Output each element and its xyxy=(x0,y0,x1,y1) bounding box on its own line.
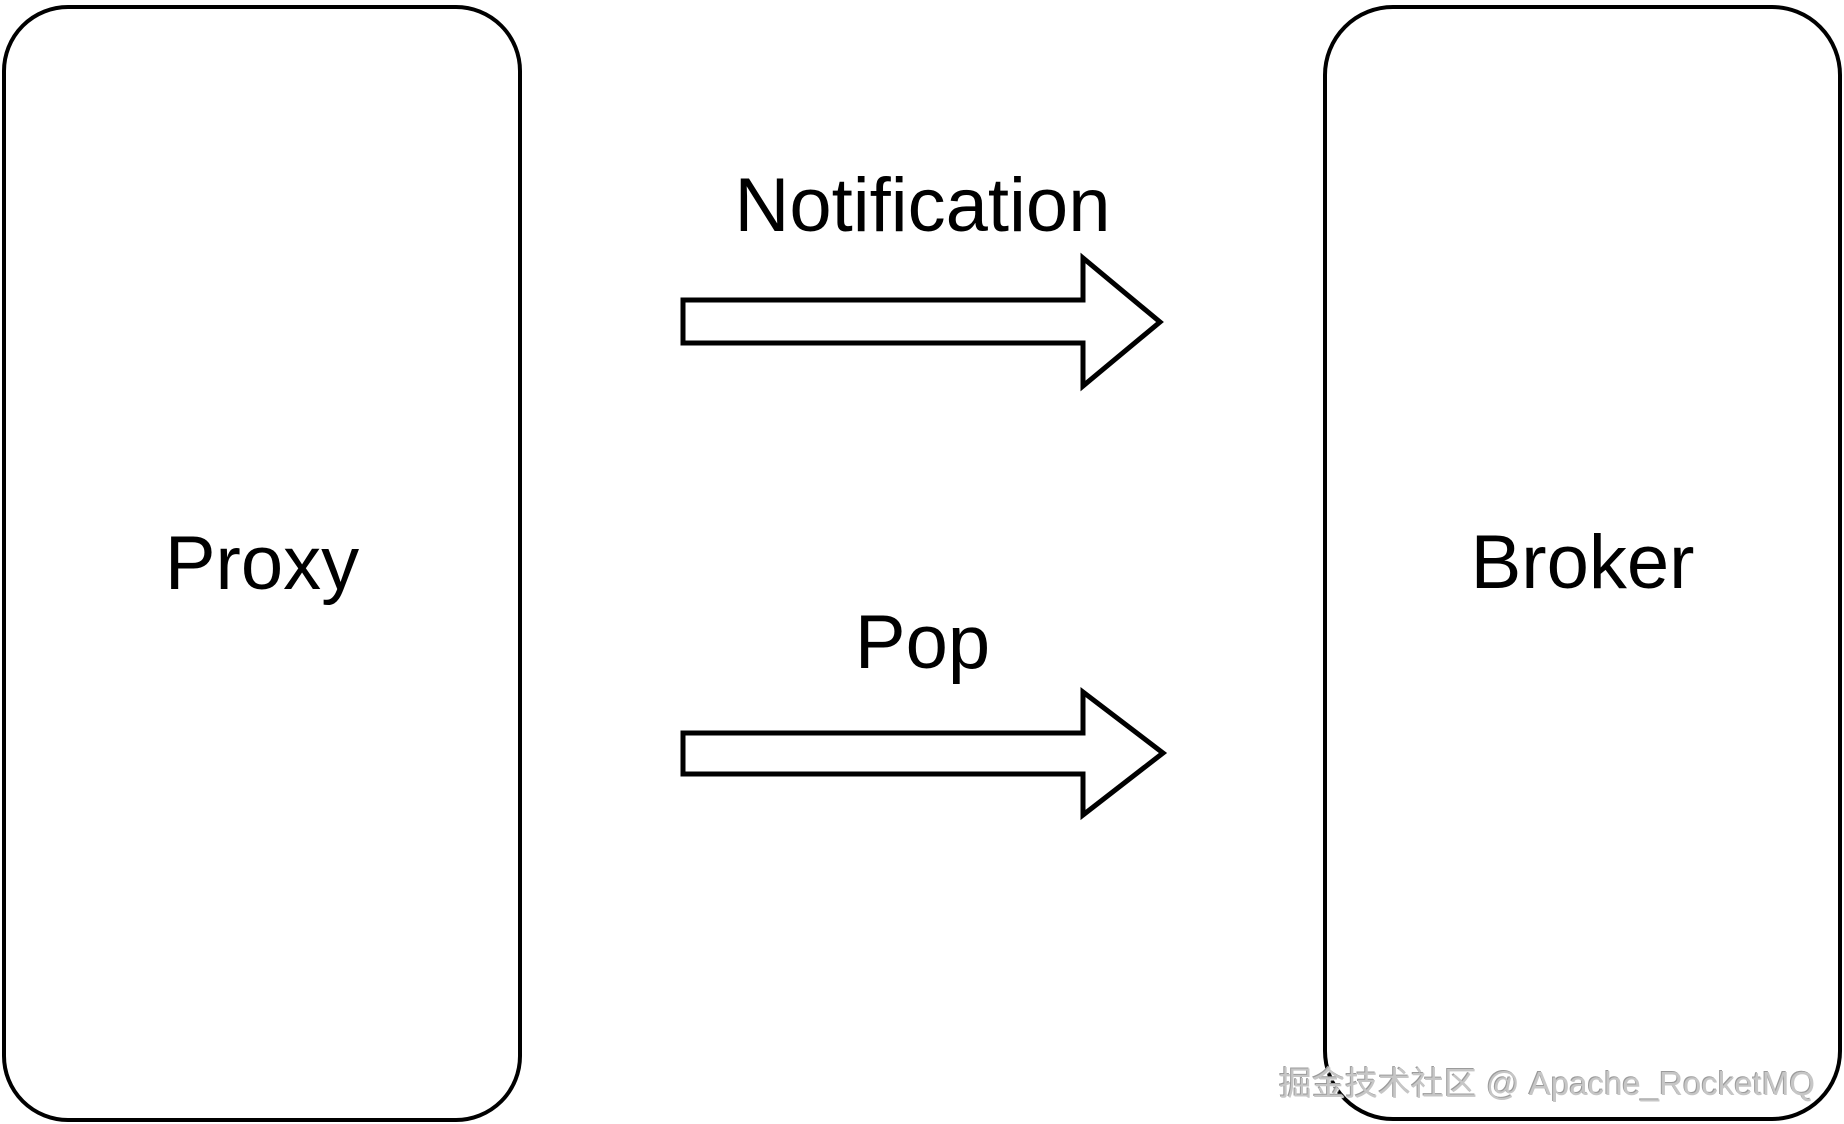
pop-arrow-shape xyxy=(680,686,1168,821)
pop-arrow xyxy=(680,686,1168,821)
node-broker: Broker xyxy=(1323,5,1842,1121)
broker-label: Broker xyxy=(1470,520,1695,605)
notification-arrow-label: Notification xyxy=(734,163,1111,248)
notification-arrow xyxy=(680,252,1164,392)
watermark: 掘金技术社区 @ Apache_RocketMQ xyxy=(1279,1064,1815,1102)
proxy-label: Proxy xyxy=(164,520,360,606)
notification-arrow-shape xyxy=(680,252,1164,392)
pop-arrow-label: Pop xyxy=(854,600,991,685)
node-proxy: Proxy xyxy=(2,5,522,1122)
